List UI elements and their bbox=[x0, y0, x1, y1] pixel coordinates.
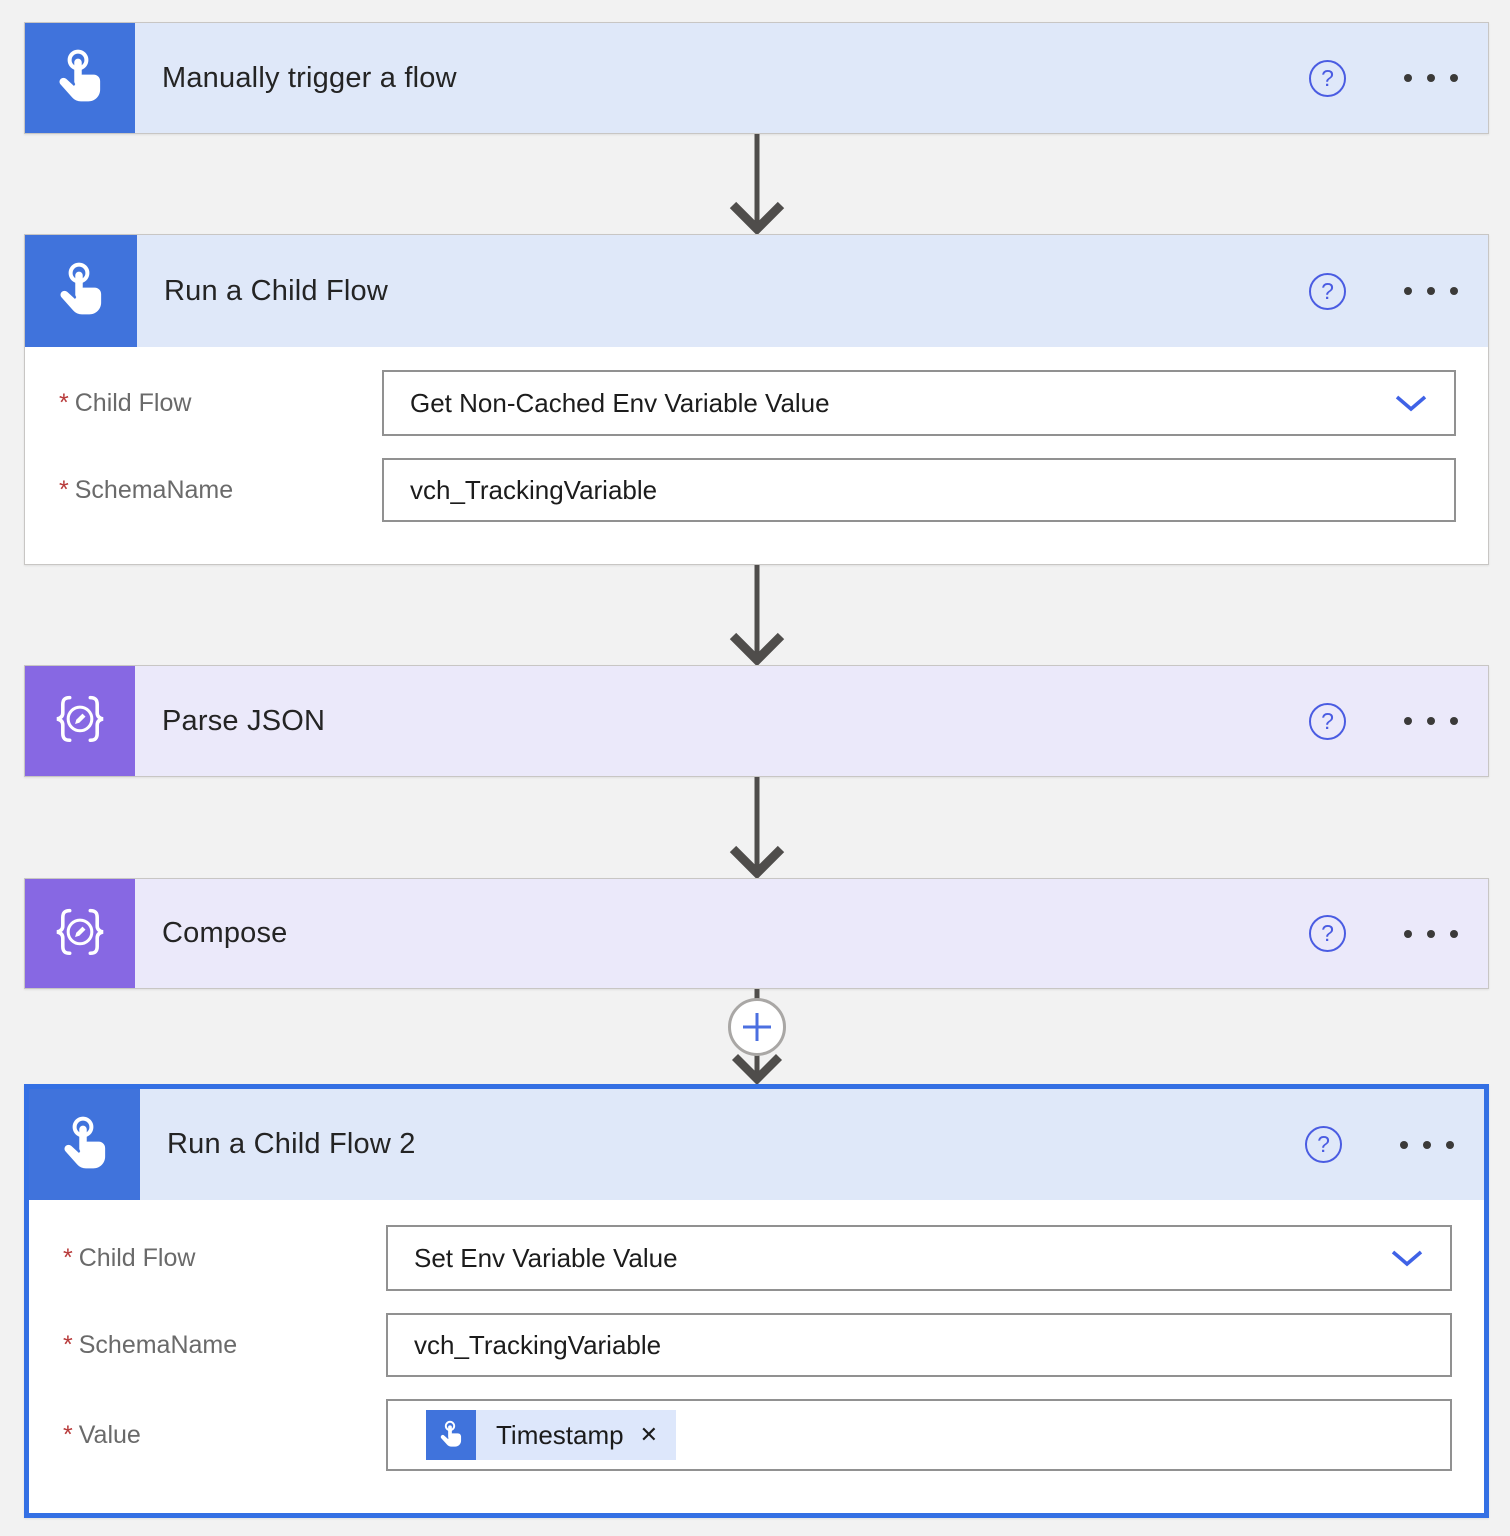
dropdown-value: Set Env Variable Value bbox=[414, 1242, 678, 1273]
required-marker: * bbox=[63, 1330, 73, 1359]
connector-arrow bbox=[729, 777, 784, 878]
field-row-value: * Value Timestamp ✕ bbox=[29, 1399, 1452, 1471]
field-label: * Value bbox=[29, 1421, 386, 1450]
help-icon[interactable]: ? bbox=[1305, 1126, 1342, 1163]
ellipsis-menu-icon[interactable] bbox=[1402, 68, 1460, 88]
connector-arrow bbox=[729, 134, 784, 234]
token-label: Timestamp bbox=[496, 1419, 624, 1450]
required-marker: * bbox=[63, 1420, 73, 1449]
token-remove-icon[interactable]: ✕ bbox=[639, 1422, 659, 1447]
field-label-text: Child Flow bbox=[74, 388, 192, 417]
field-label-text: SchemaName bbox=[74, 475, 234, 504]
field-label: * SchemaName bbox=[25, 476, 382, 505]
field-label-text: Child Flow bbox=[78, 1243, 196, 1272]
dropdown-value: Get Non-Cached Env Variable Value bbox=[410, 387, 830, 418]
field-label-text: SchemaName bbox=[78, 1330, 238, 1359]
help-icon[interactable]: ? bbox=[1309, 59, 1346, 97]
dynamic-content-token-timestamp[interactable]: Timestamp ✕ bbox=[426, 1410, 677, 1460]
ellipsis-menu-icon[interactable] bbox=[1402, 711, 1460, 731]
node-title: Run a Child Flow 2 bbox=[167, 1128, 416, 1160]
ellipsis-menu-icon[interactable] bbox=[1398, 1135, 1456, 1155]
child-flow-dropdown[interactable]: Set Env Variable Value bbox=[386, 1225, 1452, 1291]
field-label-text: Value bbox=[78, 1420, 141, 1449]
field-label: * SchemaName bbox=[29, 1331, 386, 1360]
node-title: Manually trigger a flow bbox=[162, 61, 457, 94]
flow-designer-canvas: Manually trigger a flow ? Run a Child Fl… bbox=[24, 0, 1489, 1518]
value-input[interactable]: Timestamp ✕ bbox=[386, 1399, 1452, 1471]
connector-arrow-with-insert bbox=[727, 989, 786, 1084]
field-row-child-flow: * Child Flow Set Env Variable Value bbox=[29, 1225, 1452, 1291]
hand-tap-icon bbox=[25, 23, 135, 133]
field-row-schemaname: * SchemaName vch_TrackingVariable bbox=[29, 1313, 1452, 1377]
required-marker: * bbox=[59, 475, 69, 504]
node-title: Run a Child Flow bbox=[164, 274, 389, 307]
field-label: * Child Flow bbox=[29, 1244, 386, 1273]
connector-arrow bbox=[729, 565, 784, 665]
braces-pencil-icon bbox=[25, 666, 135, 776]
flow-node-run-child-flow-2[interactable]: Run a Child Flow 2 ? * Child Flow Set En… bbox=[24, 1084, 1489, 1518]
hand-tap-icon bbox=[426, 1410, 476, 1460]
flow-node-parse-json[interactable]: Parse JSON ? bbox=[24, 665, 1489, 777]
help-icon[interactable]: ? bbox=[1309, 702, 1346, 740]
field-row-schemaname: * SchemaName vch_TrackingVariable bbox=[25, 458, 1456, 522]
hand-tap-icon bbox=[25, 235, 137, 347]
node-title: Parse JSON bbox=[162, 704, 326, 737]
required-marker: * bbox=[59, 388, 69, 417]
flow-node-manually-trigger[interactable]: Manually trigger a flow ? bbox=[24, 22, 1489, 134]
insert-step-button[interactable] bbox=[727, 998, 786, 1056]
help-icon[interactable]: ? bbox=[1309, 272, 1346, 310]
input-value: vch_TrackingVariable bbox=[414, 1329, 662, 1360]
help-icon[interactable]: ? bbox=[1309, 915, 1346, 952]
chevron-down-icon bbox=[1395, 395, 1427, 412]
flow-node-run-child-flow[interactable]: Run a Child Flow ? * Child Flow Get Non-… bbox=[24, 234, 1489, 565]
flow-node-compose[interactable]: Compose ? bbox=[24, 878, 1489, 989]
schemaname-input[interactable]: vch_TrackingVariable bbox=[382, 458, 1456, 522]
input-value: vch_TrackingVariable bbox=[410, 474, 658, 505]
hand-tap-icon bbox=[29, 1089, 140, 1200]
ellipsis-menu-icon[interactable] bbox=[1402, 924, 1460, 944]
schemaname-input[interactable]: vch_TrackingVariable bbox=[386, 1313, 1452, 1377]
chevron-down-icon bbox=[1391, 1250, 1423, 1267]
braces-pencil-icon bbox=[25, 879, 135, 988]
node-title: Compose bbox=[162, 917, 288, 949]
field-label: * Child Flow bbox=[25, 389, 382, 418]
ellipsis-menu-icon[interactable] bbox=[1402, 281, 1460, 301]
required-marker: * bbox=[63, 1243, 73, 1272]
child-flow-dropdown[interactable]: Get Non-Cached Env Variable Value bbox=[382, 370, 1456, 436]
field-row-child-flow: * Child Flow Get Non-Cached Env Variable… bbox=[25, 370, 1456, 436]
